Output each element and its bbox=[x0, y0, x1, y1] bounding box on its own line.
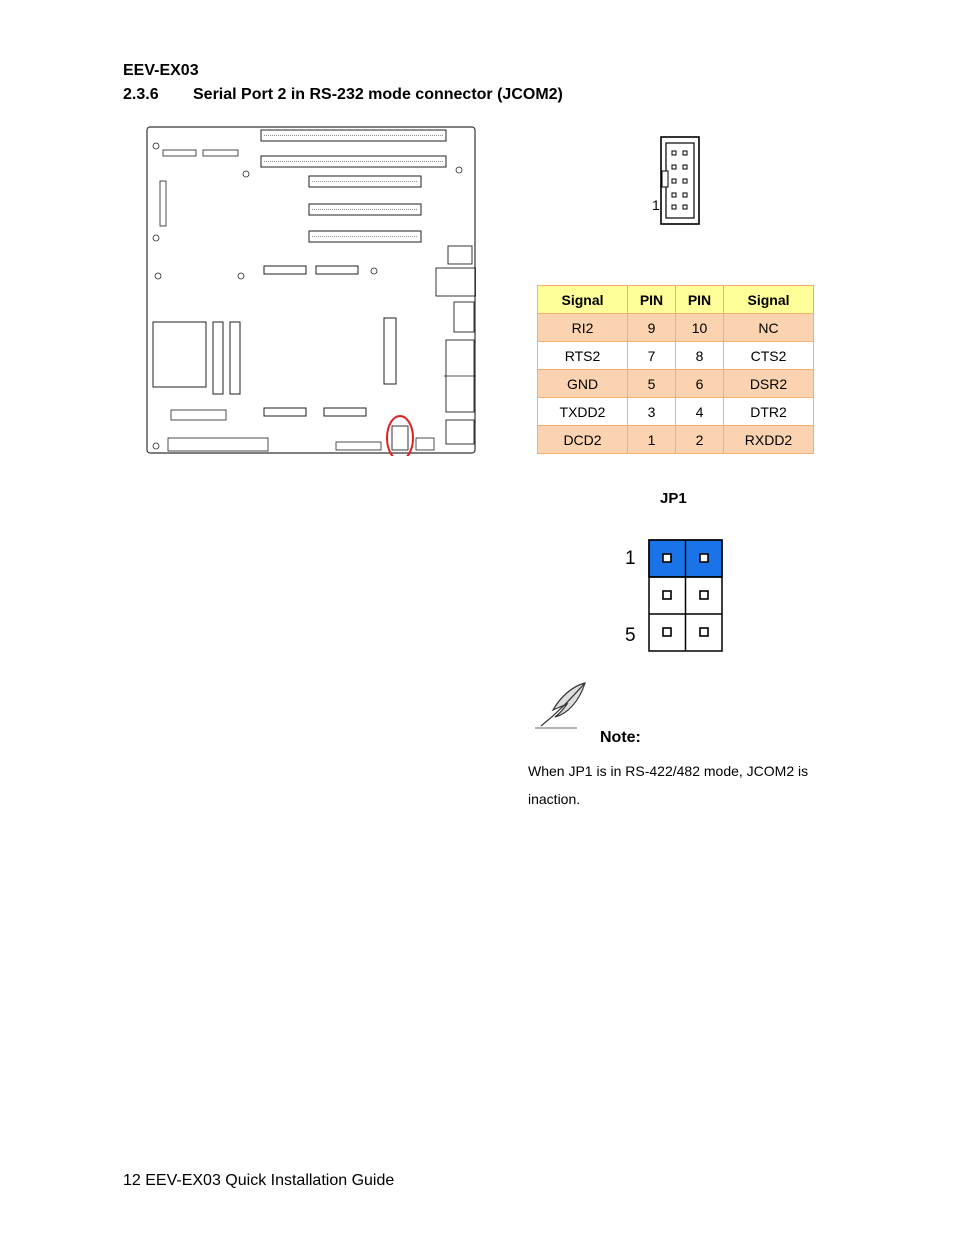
table-cell: RTS2 bbox=[537, 341, 628, 370]
table-cell: NC bbox=[723, 313, 814, 342]
jcom2-connector-diagram: 1 bbox=[652, 136, 700, 225]
feather-note-icon bbox=[535, 682, 586, 729]
table-cell: 5 bbox=[627, 369, 676, 398]
table-cell: GND bbox=[537, 369, 628, 398]
section-title: Serial Port 2 in RS-232 mode connector (… bbox=[193, 86, 563, 103]
header-cell: Signal bbox=[723, 285, 814, 314]
table-row: TXDD2 3 4 DTR2 bbox=[537, 397, 814, 426]
table-row: RI2 9 10 NC bbox=[537, 313, 814, 342]
pin-assignment-table: Signal PIN PIN Signal RI2 9 10 NC RTS2 7… bbox=[537, 285, 814, 454]
table-cell: 8 bbox=[675, 341, 724, 370]
table-cell: 1 bbox=[627, 425, 676, 454]
page-footer: 12 EEV-EX03 Quick Installation Guide bbox=[123, 1172, 395, 1189]
jumper-pin1-label: 1 bbox=[625, 548, 636, 569]
jumper-title: JP1 bbox=[660, 490, 687, 507]
jp1-jumper-diagram: 1 5 bbox=[625, 539, 723, 652]
table-cell: 7 bbox=[627, 341, 676, 370]
connector-pin1-label: 1 bbox=[652, 197, 660, 213]
table-row: GND 5 6 DSR2 bbox=[537, 369, 814, 398]
table-cell: 4 bbox=[675, 397, 724, 426]
table-cell: RXDD2 bbox=[723, 425, 814, 454]
table-cell: DTR2 bbox=[723, 397, 814, 426]
motherboard-diagram bbox=[146, 126, 476, 456]
section-number: 2.3.6 bbox=[123, 86, 159, 103]
header-cell: PIN bbox=[627, 285, 676, 314]
note-label: Note: bbox=[600, 729, 641, 746]
table-cell: TXDD2 bbox=[537, 397, 628, 426]
table-cell: 9 bbox=[627, 313, 676, 342]
table-cell: RI2 bbox=[537, 313, 628, 342]
table-cell: 6 bbox=[675, 369, 724, 398]
note-text: When JP1 is in RS-422/482 mode, JCOM2 is… bbox=[528, 763, 809, 807]
table-row: RTS2 7 8 CTS2 bbox=[537, 341, 814, 370]
table-cell: 10 bbox=[675, 313, 724, 342]
table-cell: DSR2 bbox=[723, 369, 814, 398]
jumper-pin5-label: 5 bbox=[625, 625, 636, 646]
header-cell: Signal bbox=[537, 285, 628, 314]
document-title: EEV-EX03 bbox=[123, 62, 199, 79]
table-cell: 2 bbox=[675, 425, 724, 454]
header-cell: PIN bbox=[675, 285, 724, 314]
table-cell: 3 bbox=[627, 397, 676, 426]
table-header-row: Signal PIN PIN Signal bbox=[537, 285, 814, 314]
table-row: DCD2 1 2 RXDD2 bbox=[537, 425, 814, 454]
table-cell: DCD2 bbox=[537, 425, 628, 454]
table-cell: CTS2 bbox=[723, 341, 814, 370]
